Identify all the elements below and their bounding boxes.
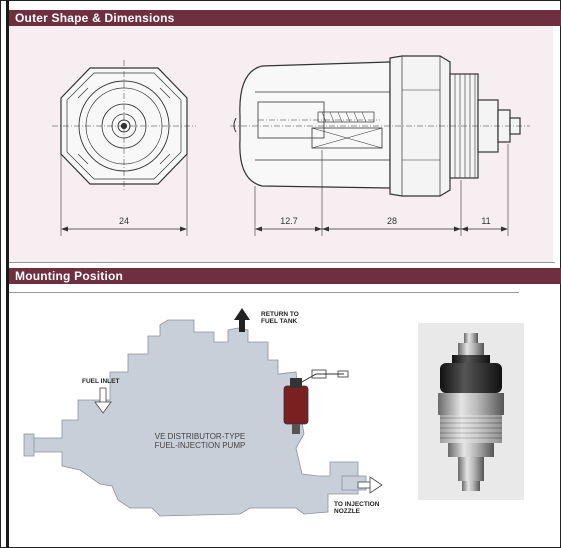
fuel-injection-pump [23, 319, 367, 517]
arrow-down-icon [94, 387, 112, 414]
side-view-solenoid [230, 55, 530, 236]
section-divider [9, 262, 555, 263]
solenoid-valve [283, 369, 349, 434]
nozzle-label: NOZZLE [334, 508, 361, 515]
dimension-label: 24 [119, 216, 129, 226]
front-view-octagon [52, 60, 196, 236]
fuel-inlet-label: FUEL INLET [82, 378, 119, 385]
return-label: RETURN TO [261, 311, 299, 318]
left-border [6, 0, 9, 548]
solenoid-photo [418, 323, 524, 500]
arrow-right-icon [357, 476, 383, 494]
dimension-label: 12.7 [280, 216, 298, 226]
arrow-up-icon [234, 308, 250, 332]
dimension-label: 11 [481, 216, 490, 226]
section-divider [9, 292, 519, 293]
dimension-label: 28 [387, 216, 397, 226]
pump-body-label: VE DISTRIBUTOR-TYPE [155, 432, 246, 441]
section-header-mounting: Mounting Position [9, 268, 561, 284]
return-label: FUEL TANK [261, 318, 298, 325]
nozzle-label: TO INJECTION [334, 501, 380, 508]
pump-body-label: FUEL-INJECTION PUMP [155, 441, 246, 450]
section-header-outer-shape: Outer Shape & Dimensions [9, 10, 561, 26]
